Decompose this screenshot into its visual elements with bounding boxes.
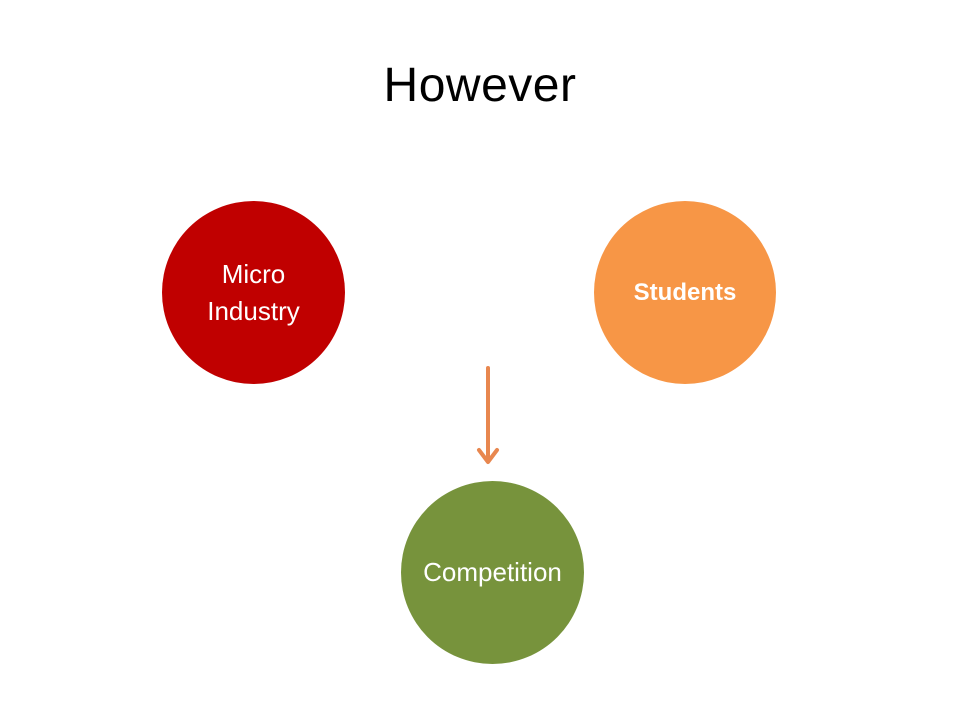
node-competition-label: Competition (423, 557, 562, 587)
node-students-label: Students (633, 278, 737, 306)
slide-title: However (383, 59, 577, 112)
node-students: Students (594, 201, 776, 384)
down-arrow (477, 366, 499, 464)
node-micro-industry: Micro Industry (162, 201, 345, 384)
node-competition: Competition (401, 481, 584, 664)
node-micro-industry-label: Micro Industry (207, 259, 300, 326)
